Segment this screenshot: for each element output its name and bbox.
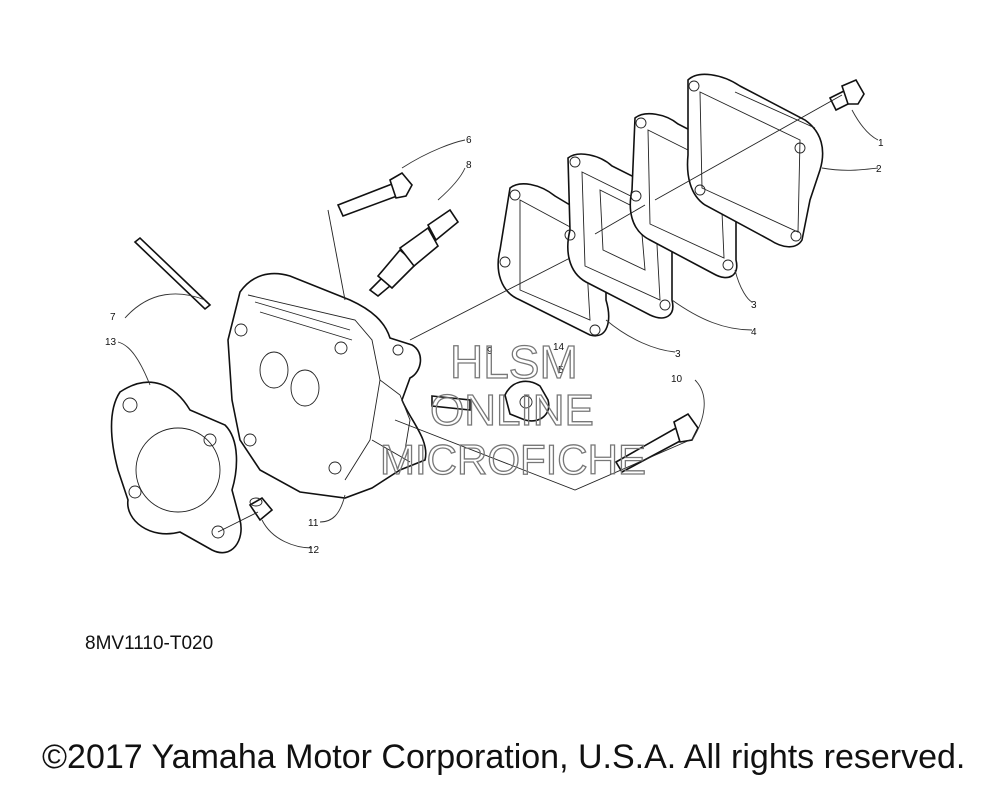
dowel-pin-part [248,496,274,522]
hlsm-watermark: HLSM ONLINE MICROFICHE [379,335,646,483]
leader-lines [117,109,879,549]
long-bolt-part [614,412,699,474]
cover-bolt-part [828,78,865,112]
spark-plug-part [368,208,460,298]
callout-13: 13 [105,337,117,348]
stud-bolt-part [133,236,212,311]
callout-14: 14 [553,342,565,353]
callout-2: 2 [876,164,882,175]
small-hardware-group [431,380,550,422]
callout-7: 7 [110,312,116,323]
callout-4: 4 [751,327,757,338]
callout-10: 10 [671,374,683,385]
callout-3-lower: 3 [675,349,681,360]
watermark-line-2: ONLINE [430,386,594,435]
cylinder-head-part [227,272,427,499]
watermark-line-1: HLSM [450,336,578,388]
valve-cover-part [686,73,824,248]
alignment-lines [217,94,843,533]
callout-6: 6 [466,135,472,146]
callout-3-upper: 3 [751,300,757,311]
callout-1: 1 [878,138,884,149]
head-bolt-part [336,171,413,218]
callout-12: 12 [308,545,320,556]
callout-5: 5 [558,365,564,376]
diagram-code: 8MV1110-T020 [85,633,214,654]
watermark-line-3: MICROFICHE [380,436,646,483]
callout-8: 8 [466,160,472,171]
callout-numbers: 1 2 3 4 3 6 8 7 13 9 14 5 10 11 12 [105,135,884,556]
copyright-notice: ©2017 Yamaha Motor Corporation, U.S.A. A… [42,738,966,776]
callout-9: 9 [487,346,493,357]
callout-11: 11 [308,518,319,529]
head-gasket-part [110,381,242,554]
